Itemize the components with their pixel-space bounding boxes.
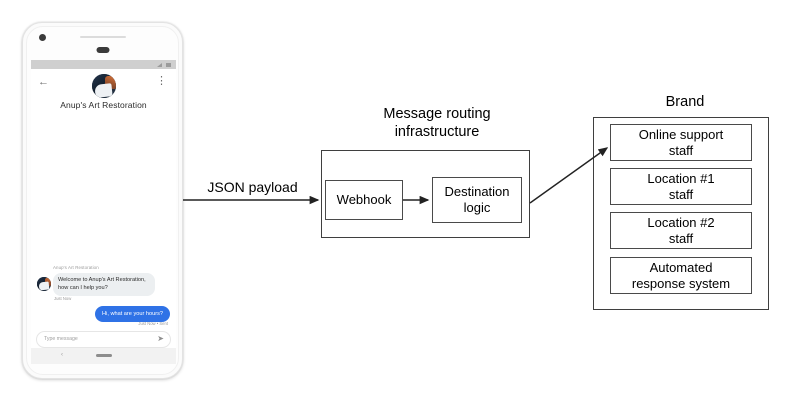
overflow-menu-icon[interactable]: ⋮ [156, 75, 167, 87]
brand-item-line2: response system [631, 275, 731, 291]
brand-item-line1: Location #2 [647, 214, 715, 230]
phone-screen: ← ⋮ Anup's Art Restoration Anup's Art Re… [31, 60, 176, 348]
avatar-figure [38, 281, 50, 291]
avatar-figure [93, 83, 113, 98]
earpiece-speaker-icon [79, 36, 126, 38]
message-input[interactable]: Type message ➤ [36, 331, 171, 348]
chat-app-header: ← ⋮ Anup's Art Restoration [31, 69, 176, 121]
destination-logic-box[interactable]: Destination logic [432, 177, 522, 223]
infrastructure-title-line1: Message routing [383, 106, 491, 122]
json-payload-label: JSON payload [207, 179, 298, 195]
agent-avatar [37, 277, 51, 291]
status-bar [31, 60, 176, 69]
outgoing-message-timestamp: Just Now • Sent [138, 321, 168, 326]
page-title: Anup's Art Restoration [60, 100, 147, 110]
message-input-placeholder: Type message [44, 336, 78, 342]
android-nav-bar: ‹ [31, 348, 176, 364]
brand-avatar [91, 74, 116, 98]
brand-item-automated-response-system[interactable]: Automated response system [610, 257, 752, 294]
chat-thread: Anup's Art Restoration Welcome to Anup's… [31, 265, 176, 348]
brand-item-line2: staff [668, 142, 694, 158]
nav-home-indicator[interactable] [95, 354, 112, 357]
brand-item-line1: Location #1 [647, 170, 715, 186]
back-arrow-icon[interactable]: ← [38, 76, 49, 88]
incoming-message-bubble: Welcome to Anup's Art Restoration, how c… [53, 273, 155, 297]
brand-item-line1: Automated [649, 259, 713, 275]
brand-item-location-2-staff[interactable]: Location #2 staff [610, 212, 752, 249]
brand-item-online-support-staff[interactable]: Online support staff [610, 124, 752, 161]
avatar-accent [104, 76, 116, 89]
brand-item-location-1-staff[interactable]: Location #1 staff [610, 168, 752, 205]
brand-item-line2: staff [668, 230, 694, 246]
phone-mockup: ← ⋮ Anup's Art Restoration Anup's Art Re… [22, 22, 183, 379]
signal-icon [157, 63, 162, 67]
outgoing-message-bubble: Hi, what are your hours? [95, 306, 170, 322]
brand-item-line2: staff [668, 186, 694, 202]
proximity-sensor-icon [96, 47, 109, 53]
message-sender-label: Anup's Art Restoration [53, 265, 99, 270]
incoming-message-timestamp: Just Now [54, 296, 72, 301]
front-camera-icon [39, 34, 46, 41]
webhook-box[interactable]: Webhook [325, 180, 403, 220]
brand-item-line1: Online support [638, 126, 724, 142]
brand-title: Brand [665, 94, 705, 110]
send-icon[interactable]: ➤ [157, 334, 164, 343]
nav-back-icon[interactable]: ‹ [61, 352, 63, 358]
destination-logic-line2: logic [463, 200, 491, 215]
infrastructure-title: Message routing infrastructure [337, 105, 537, 141]
infrastructure-title-line2: infrastructure [394, 124, 480, 140]
battery-icon [166, 63, 171, 67]
destination-logic-line1: Destination [444, 184, 510, 199]
